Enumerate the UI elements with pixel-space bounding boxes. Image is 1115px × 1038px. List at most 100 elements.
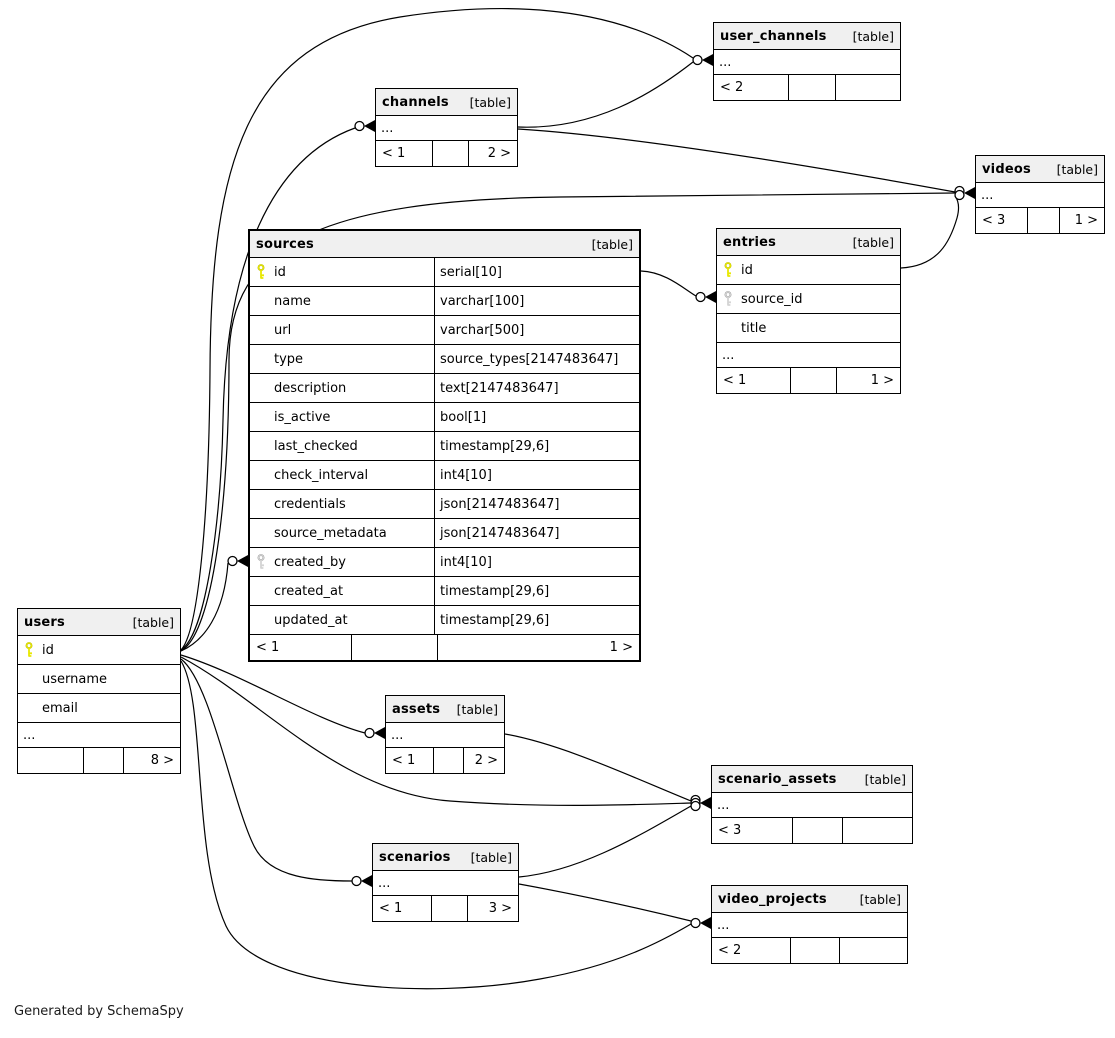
table-header: entries [table] <box>717 229 900 256</box>
column-row-id: id <box>18 636 180 665</box>
crowfoot-connector-scenario_assets <box>690 794 711 812</box>
key-icon-spacer <box>255 380 268 396</box>
table-header: channels[table] <box>376 89 517 116</box>
column-name: title <box>741 320 767 336</box>
table-video_projects[interactable]: video_projects[table]...< 2 <box>711 885 908 964</box>
column-name: ... <box>23 727 36 743</box>
crowfoot-connector-assets <box>364 727 385 739</box>
footer-cell-mid <box>790 368 836 393</box>
column-name: ... <box>391 727 404 743</box>
crowfoot-connector-sources <box>227 555 248 567</box>
key-icon-spacer <box>255 467 268 483</box>
table-name-sources[interactable]: sources <box>256 236 314 252</box>
column-datatype: source_types[2147483647] <box>434 345 639 373</box>
footer-cell-mid <box>82 748 124 773</box>
footer-cell-mid <box>790 938 839 963</box>
column-name: ... <box>719 54 732 70</box>
table-type-label: [table] <box>852 28 894 44</box>
table-name-scenarios[interactable]: scenarios <box>379 849 451 865</box>
column-name: ... <box>981 187 994 203</box>
relationship-users-to-user_channels <box>180 8 694 651</box>
footer-cell-right <box>834 75 900 100</box>
relationship-channels-to-videos <box>517 128 956 193</box>
column-datatype: int4[10] <box>434 548 639 576</box>
column-name: ... <box>378 875 391 891</box>
table-type-label: [table] <box>456 701 498 717</box>
relationship-users-to-scenarios <box>180 658 353 882</box>
hidden-columns-row: ... <box>712 793 912 818</box>
column-row-id: id <box>717 256 900 285</box>
column-name: updated_at <box>274 612 348 628</box>
hidden-columns-row: ... <box>714 50 900 75</box>
relationship-entries-to-videos <box>900 195 960 269</box>
footer-cell-left: < 1 <box>392 753 416 768</box>
relationship-users-to-assets <box>180 654 366 734</box>
table-name-videos[interactable]: videos <box>982 161 1031 177</box>
primary-key-icon <box>255 264 268 280</box>
table-name-entries[interactable]: entries <box>723 234 777 250</box>
footer-cell-mid <box>431 896 467 921</box>
footer-cell-mid <box>792 818 842 843</box>
key-icon-spacer <box>255 612 268 628</box>
hidden-columns-row: ... <box>712 913 907 938</box>
footer-cell-right: 2 > <box>462 748 504 773</box>
key-icon-spacer <box>23 671 36 687</box>
column-name: source_metadata <box>274 525 387 541</box>
column-name: is_active <box>274 409 331 425</box>
table-assets[interactable]: assets [table]... < 1 2 > <box>385 695 505 774</box>
table-scenario_assets[interactable]: scenario_assets[table]...< 3 <box>711 765 913 844</box>
footer-cell-left <box>18 748 83 773</box>
column-datatype: json[2147483647] <box>434 490 639 518</box>
table-name-video_projects[interactable]: video_projects <box>718 891 827 907</box>
footer-cell-left: < 1 <box>256 640 280 655</box>
primary-key-icon <box>722 262 735 278</box>
footer-cell-left: < 3 <box>718 823 742 838</box>
foreign-key-icon <box>255 554 268 570</box>
primary-key-icon <box>23 642 36 658</box>
key-icon-spacer <box>722 320 735 336</box>
footer-cell-right: 1 > <box>1059 208 1104 233</box>
table-header: users[table] <box>18 609 180 636</box>
key-icon-spacer <box>23 700 36 716</box>
generated-by-note: Generated by SchemaSpy <box>14 1004 184 1019</box>
key-icon-spacer <box>255 438 268 454</box>
column-name: name <box>274 293 311 309</box>
relationship-users-to-sources <box>180 562 229 652</box>
table-type-label: [table] <box>591 236 633 252</box>
footer-cell-right: 1 > <box>835 368 900 393</box>
table-name-channels[interactable]: channels <box>382 94 449 110</box>
table-name-assets[interactable]: assets <box>392 701 441 717</box>
column-name: url <box>274 322 292 338</box>
table-type-label: [table] <box>852 234 894 250</box>
table-name-user_channels[interactable]: user_channels <box>720 28 827 44</box>
relationship-count-footer: 8 > <box>18 748 180 773</box>
relationship-users-to-scenario_assets <box>180 656 692 806</box>
relationship-count-footer: < 2 <box>714 75 900 100</box>
column-row-title: title <box>717 314 900 343</box>
relationship-channels-to-user_channels <box>517 61 694 128</box>
key-icon-spacer <box>255 496 268 512</box>
relationship-users-to-channels <box>180 127 356 651</box>
relationship-assets-to-scenario_assets <box>504 733 692 802</box>
table-name-users[interactable]: users <box>24 614 65 630</box>
table-user_channels[interactable]: user_channels [table]... < 2 <box>713 22 901 101</box>
relationship-count-footer: < 3 <box>712 818 912 843</box>
table-type-label: [table] <box>859 891 901 907</box>
column-name: email <box>42 700 78 716</box>
column-datatype: text[2147483647] <box>434 374 639 402</box>
crowfoot-connector-videos <box>954 185 975 201</box>
table-name-scenario_assets[interactable]: scenario_assets <box>718 771 837 787</box>
table-header: video_projects [table] <box>712 886 907 913</box>
